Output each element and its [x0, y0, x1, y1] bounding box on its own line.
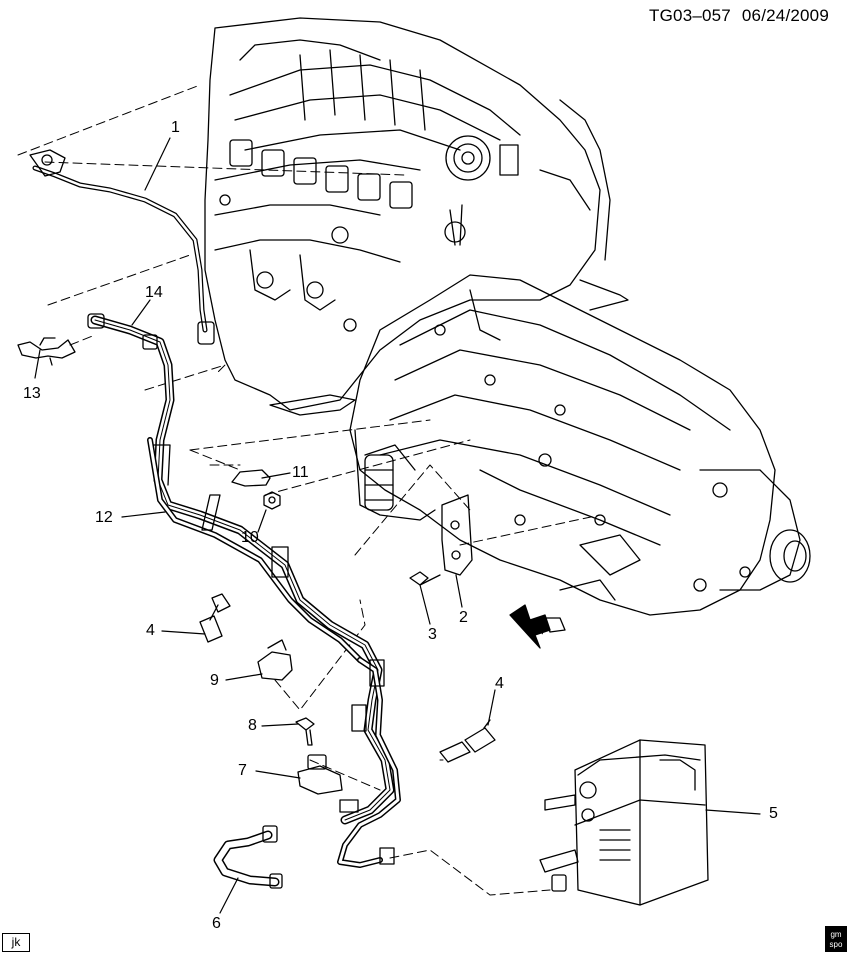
connector-4-left	[199, 593, 231, 643]
front-arrow-icon	[509, 604, 566, 649]
transmission-assembly	[269, 274, 811, 616]
bolt-8	[295, 717, 315, 746]
callout-10: 10	[241, 529, 259, 546]
illustrator-code: jk	[2, 933, 30, 952]
drawing-reference: TG03–057 06/24/2009	[649, 6, 829, 26]
callout-7: 7	[238, 762, 247, 779]
gm-spo-logo: gm spo	[825, 926, 847, 952]
callout-leaders	[34, 137, 761, 914]
bracket-9	[257, 639, 293, 681]
canister-5	[539, 739, 709, 906]
callout-1: 1	[171, 119, 180, 136]
callout-14: 14	[145, 284, 163, 301]
hose-6	[213, 825, 283, 889]
drawing-date: 06/24/2009	[741, 6, 829, 25]
engine-assembly	[204, 17, 629, 411]
harness-13	[17, 337, 76, 366]
pipe-1	[29, 149, 215, 345]
callout-11: 11	[292, 464, 309, 481]
connector-4-right	[439, 719, 496, 763]
clip-11	[231, 469, 271, 487]
callout-3: 3	[428, 626, 437, 643]
valve-7	[297, 754, 343, 795]
callout-4-right: 4	[495, 675, 504, 692]
bolt-3	[409, 571, 441, 586]
callout-12: 12	[95, 509, 113, 526]
callout-13: 13	[23, 385, 41, 402]
callout-4-left: 4	[146, 622, 155, 639]
callout-5: 5	[769, 805, 778, 822]
leader-lines	[17, 84, 601, 896]
nut-10	[263, 491, 281, 510]
logo-line-1: gm	[830, 930, 842, 939]
callout-8: 8	[248, 717, 257, 734]
logo-line-2: spo	[829, 940, 843, 949]
callout-9: 9	[210, 672, 219, 689]
drawing-number: TG03–057	[649, 6, 731, 25]
pipe-12-14	[87, 313, 401, 868]
callout-6: 6	[212, 915, 221, 932]
callout-2: 2	[459, 609, 468, 626]
bracket-2	[441, 494, 473, 576]
